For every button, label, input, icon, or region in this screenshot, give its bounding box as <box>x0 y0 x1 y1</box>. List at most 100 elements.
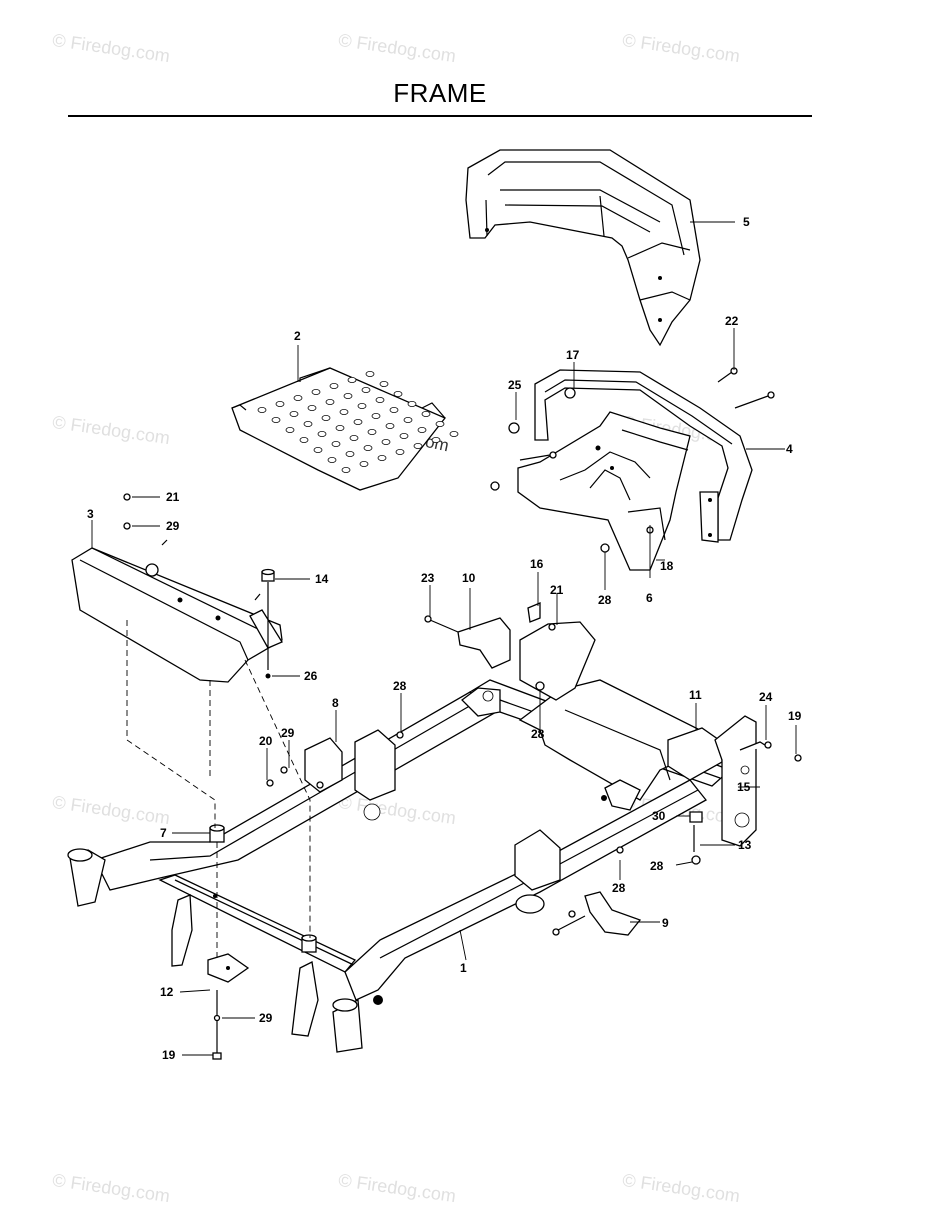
callout-25: 24 <box>759 690 773 704</box>
part-12-bracket <box>207 953 250 1060</box>
floor-plate-hole <box>431 436 441 443</box>
floor-plate-hole <box>345 450 355 457</box>
callout-9: 9 <box>662 916 669 930</box>
floor-plate-hole <box>357 402 367 409</box>
callout-26: 25 <box>508 378 522 392</box>
floor-plate-hole <box>311 388 321 395</box>
floor-plate-hole <box>413 442 423 449</box>
callout-28: 28 <box>650 859 664 873</box>
callout-27: 26 <box>304 669 318 683</box>
part-10-bracket <box>424 602 596 701</box>
callout-16: 16 <box>530 557 544 571</box>
callout-28: 28 <box>612 881 626 895</box>
callout-24: 23 <box>421 571 435 585</box>
floor-plate-hole <box>421 410 431 417</box>
callout-3: 3 <box>87 507 94 521</box>
part-14-bumper <box>123 493 275 679</box>
callout-28: 28 <box>393 679 407 693</box>
floor-plate-hole <box>353 418 363 425</box>
floor-plate-hole <box>257 406 267 413</box>
callout-29: 29 <box>166 519 180 533</box>
callout-5: 5 <box>743 215 750 229</box>
floor-plate-hole <box>371 412 381 419</box>
callout-17: 17 <box>566 348 580 362</box>
floor-plate-hole <box>303 420 313 427</box>
floor-plate-hole <box>399 432 409 439</box>
floor-plate-hole <box>347 376 357 383</box>
floor-plate-hole <box>367 428 377 435</box>
callout-14: 14 <box>315 572 329 586</box>
callout-11: 11 <box>689 688 702 702</box>
callout-12: 12 <box>160 985 174 999</box>
floor-plate-hole <box>275 400 285 407</box>
part-9-bracket <box>552 846 642 936</box>
callout-23: 22 <box>725 314 739 328</box>
floor-plate-hole <box>341 466 351 473</box>
leader-lines <box>91 221 797 1056</box>
callout-2: 2 <box>294 329 301 343</box>
floor-plate-hole <box>327 456 337 463</box>
hardware-bolts-upper <box>490 367 775 553</box>
floor-plate-hole <box>343 392 353 399</box>
floor-plate-hole <box>379 380 389 387</box>
part-5-rear-shroud <box>465 149 701 347</box>
callout-7: 7 <box>160 826 167 840</box>
callout-8: 8 <box>332 696 339 710</box>
alignment-lines <box>126 620 311 960</box>
floor-plate-hole <box>449 430 459 437</box>
floor-plate-hole <box>389 406 399 413</box>
callout-28: 28 <box>531 727 545 741</box>
callout-19: 19 <box>162 1048 176 1062</box>
floor-plate-hole <box>407 400 417 407</box>
floor-plate-hole <box>395 448 405 455</box>
floor-plate-hole <box>435 420 445 427</box>
floor-plate-hole <box>403 416 413 423</box>
callout-6: 6 <box>646 591 653 605</box>
callout-20: 19 <box>788 709 802 723</box>
floor-plate-hole <box>363 444 373 451</box>
callout-18: 18 <box>660 559 674 573</box>
floor-plate-hole <box>335 424 345 431</box>
callout-4: 4 <box>786 442 793 456</box>
part-3-front-tray <box>71 547 283 683</box>
floor-plate-hole <box>329 382 339 389</box>
callout-22: 21 <box>166 490 180 504</box>
floor-plate-hole <box>307 404 317 411</box>
callout-1: 1 <box>460 961 467 975</box>
floor-plate-hole <box>359 460 369 467</box>
part-4-footrest-bar <box>534 369 753 543</box>
floor-plate-hole <box>293 394 303 401</box>
floor-plate-hole <box>393 390 403 397</box>
floor-plate-holes <box>257 370 459 473</box>
floor-plate-hole <box>321 414 331 421</box>
callout-10: 10 <box>462 571 476 585</box>
callout-21: 20 <box>259 734 273 748</box>
part-1-main-frame <box>67 679 732 1053</box>
title-rule <box>68 115 812 117</box>
floor-plate-hole <box>375 396 385 403</box>
callout-21: 21 <box>550 583 564 597</box>
floor-plate-hole <box>271 416 281 423</box>
floor-plate-hole <box>365 370 375 377</box>
part-8-bracket <box>266 681 545 793</box>
floor-plate-hole <box>339 408 349 415</box>
floor-plate-hole <box>313 446 323 453</box>
callout-15: 15 <box>737 780 751 794</box>
floor-plate-hole <box>317 430 327 437</box>
callout-30: 30 <box>652 809 666 823</box>
floor-plate-hole <box>385 422 395 429</box>
floor-plate-hole <box>349 434 359 441</box>
callout-28: 28 <box>598 593 612 607</box>
floor-plate-hole <box>381 438 391 445</box>
floor-plate-hole <box>285 426 295 433</box>
floor-plate-hole <box>417 426 427 433</box>
callout-29: 29 <box>281 726 295 740</box>
floor-plate-hole <box>289 410 299 417</box>
callout-29: 29 <box>259 1011 273 1025</box>
part-11-rear-bracket <box>667 715 802 865</box>
floor-plate-hole <box>325 398 335 405</box>
floor-plate-hole <box>361 386 371 393</box>
floor-plate-hole <box>331 440 341 447</box>
callout-13: 13 <box>738 838 752 852</box>
floor-plate-hole <box>299 436 309 443</box>
